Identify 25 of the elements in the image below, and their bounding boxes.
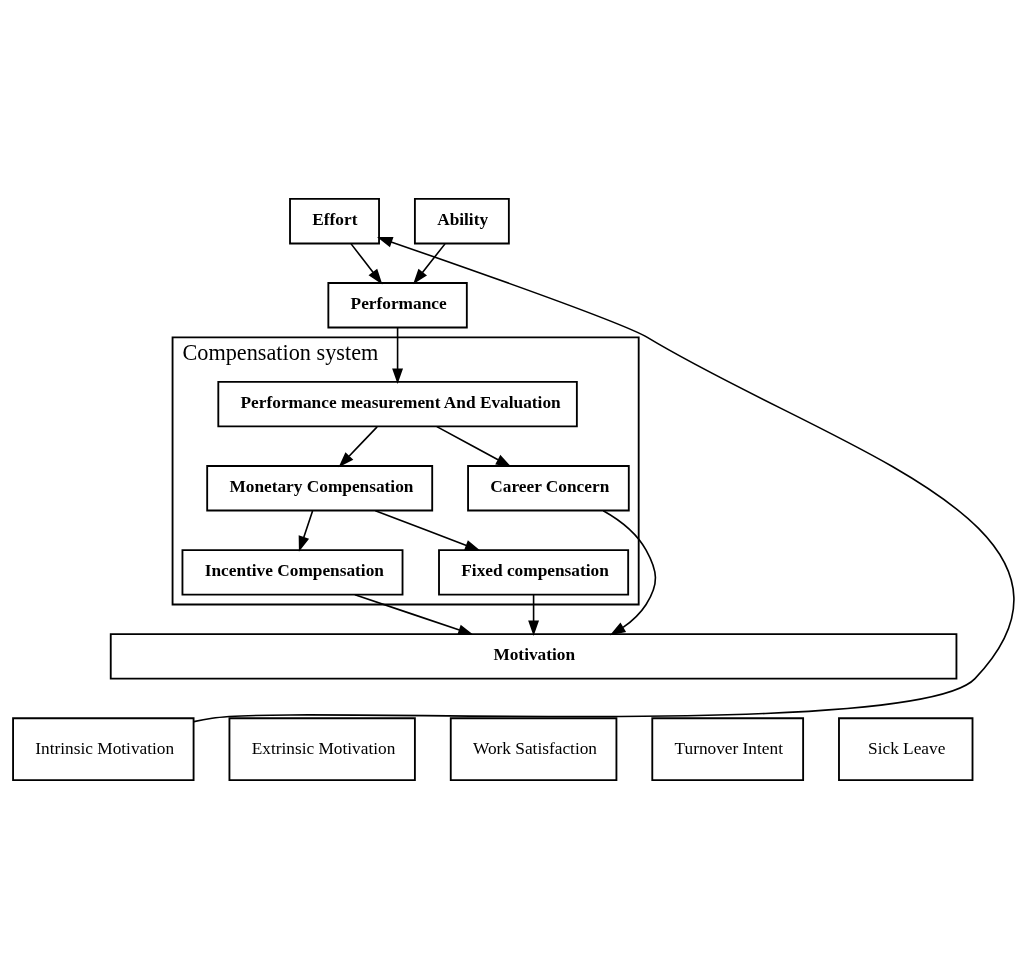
arrow (528, 593, 540, 636)
node-box: Fixed compensation (438, 548, 630, 595)
arrow (602, 509, 657, 635)
arrow (354, 593, 474, 635)
arrow (350, 242, 383, 284)
arrow (374, 509, 481, 551)
node-box: Extrinsic Motivation (228, 716, 416, 781)
arrow (436, 425, 512, 467)
node-box: Sick Leave (838, 716, 974, 781)
arrow (413, 242, 446, 284)
node-box: Career Concern (467, 464, 630, 511)
node-box: Motivation (109, 632, 958, 680)
arrow (392, 326, 404, 384)
arrow (193, 236, 1015, 722)
node-box: Performance (327, 281, 468, 328)
node-box: Effort (289, 197, 380, 244)
arrow (338, 425, 378, 467)
node-box: Monetary Compensation (206, 464, 434, 511)
node-box: Work Satisfaction (449, 716, 618, 781)
node-box: Turnover Intent (651, 716, 805, 781)
node-box: Intrinsic Motivation (12, 716, 195, 781)
node-box: Performance measurement And Evaluation (217, 380, 578, 427)
arrow (298, 509, 314, 552)
node-box: Incentive Compensation (181, 548, 404, 595)
node-box: Ability (413, 197, 510, 244)
